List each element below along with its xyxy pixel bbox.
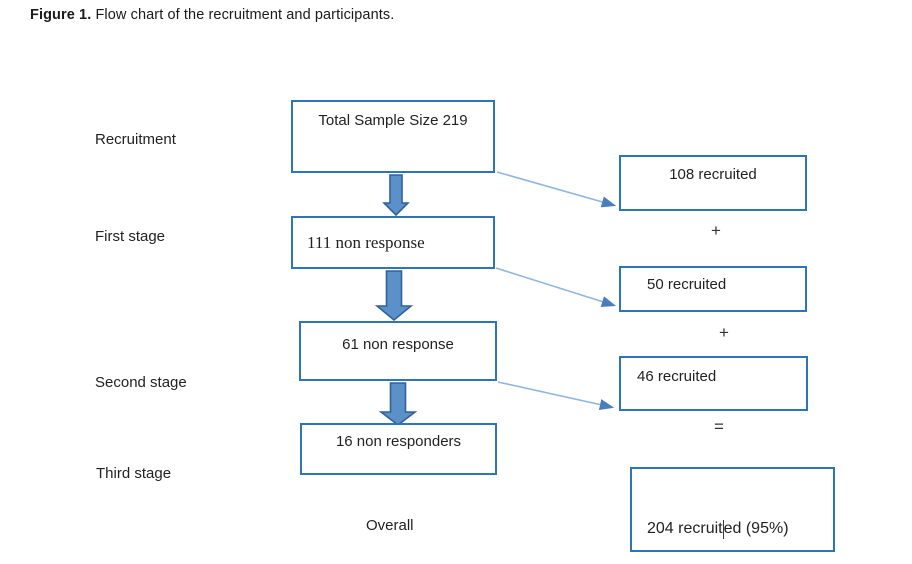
down-arrow-icon bbox=[378, 382, 418, 427]
plus-operator: + bbox=[711, 221, 721, 240]
equals-operator: = bbox=[714, 417, 724, 436]
stage-label-second-stage: Second stage bbox=[95, 374, 187, 391]
box-second-stage-non-response: 61 non response bbox=[299, 321, 497, 381]
box-second-stage-non-response-label: 61 non response bbox=[342, 336, 454, 353]
box-recruited-stage1: 108 recruited bbox=[619, 155, 807, 211]
box-recruited-stage2: 50 recruited bbox=[619, 266, 807, 312]
plus-operator: + bbox=[719, 323, 729, 342]
box-third-stage-non-responders-label: 16 non responders bbox=[335, 433, 462, 450]
connector-arrow-icon bbox=[497, 381, 615, 411]
box-total-sample-size: Total Sample Size 219 bbox=[291, 100, 495, 173]
figure-caption-number: Figure 1. bbox=[30, 7, 92, 23]
box-recruited-stage3-label: 46 recruited bbox=[637, 368, 717, 385]
box-recruited-stage2-label: 50 recruited bbox=[647, 276, 727, 293]
figure-caption: Figure 1. Flow chart of the recruitment … bbox=[30, 7, 394, 23]
connector-arrow-icon bbox=[496, 171, 617, 208]
down-arrow-icon bbox=[382, 174, 410, 217]
recruited-total-text-before-caret: 204 recruit bbox=[647, 520, 723, 537]
box-recruited-stage3: 46 recruited bbox=[619, 356, 808, 411]
connector-arrow-icon bbox=[495, 267, 617, 307]
box-recruited-total-label: 204 recruited (95%) bbox=[647, 518, 789, 539]
box-recruited-stage1-label: 108 recruited bbox=[669, 166, 757, 183]
box-first-stage-non-response: 111 non response bbox=[291, 216, 495, 269]
down-arrow-icon bbox=[374, 270, 414, 322]
stage-label-overall: Overall bbox=[366, 517, 414, 534]
recruited-total-text-after-caret: ed (95%) bbox=[723, 520, 789, 537]
text-caret bbox=[722, 520, 724, 539]
box-total-sample-size-label: Total Sample Size 219 bbox=[318, 112, 468, 129]
box-third-stage-non-responders: 16 non responders bbox=[300, 423, 497, 475]
stage-label-first-stage: First stage bbox=[95, 228, 166, 245]
stage-label-third-stage: Third stage bbox=[96, 465, 172, 482]
stage-label-recruitment: Recruitment bbox=[95, 131, 176, 148]
figure-caption-text: Flow chart of the recruitment and partic… bbox=[91, 7, 395, 23]
box-recruited-total: 204 recruited (95%) bbox=[630, 467, 835, 552]
box-first-stage-non-response-label: 111 non response bbox=[307, 232, 425, 252]
